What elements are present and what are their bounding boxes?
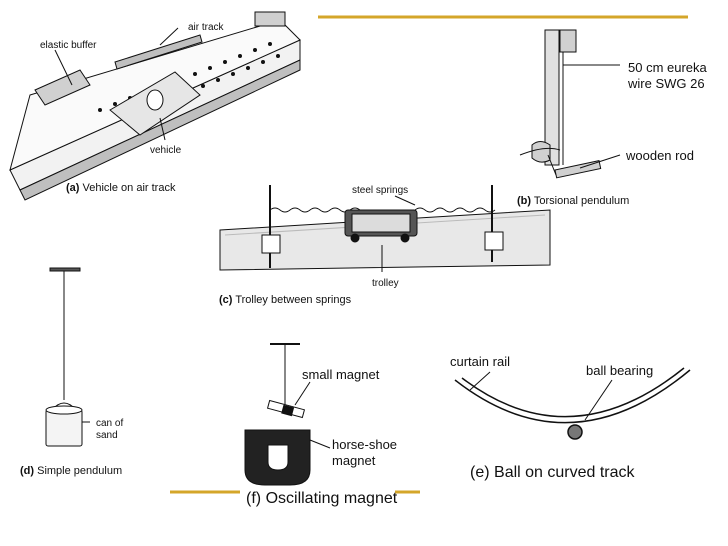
trolley-drawing	[219, 185, 551, 272]
caption-b-tag: (b)	[517, 195, 532, 207]
caption-a-tag: (a)	[66, 182, 80, 194]
air-track-drawing	[9, 11, 301, 201]
label-wire-line2: wire SWG 26	[628, 76, 705, 91]
caption-c-text: Trolley between springs	[235, 294, 352, 306]
caption-a: (a) Vehicle on air track	[66, 182, 175, 195]
label-curtain-rail: curtain rail	[450, 354, 510, 369]
label-wire-line1: 50 cm eureka	[628, 60, 707, 75]
simple-pendulum-drawing	[45, 267, 90, 447]
caption-b-text: Torsional pendulum	[533, 195, 630, 207]
label-vehicle: vehicle	[150, 145, 182, 156]
label-can-line1: can of	[96, 418, 124, 429]
caption-a-text: Vehicle on air track	[82, 182, 176, 194]
spring-right	[414, 207, 496, 213]
caption-f-text: Oscillating magnet	[265, 490, 398, 507]
curved-track-drawing	[454, 367, 691, 440]
caption-d-tag: (d)	[20, 465, 35, 477]
caption-e-text: Ball on curved track	[494, 464, 635, 481]
torsional-pendulum-drawing	[519, 29, 621, 179]
oscillating-magnet-drawing	[244, 343, 331, 486]
label-steel-springs: steel springs	[352, 185, 409, 196]
horseshoe-magnet	[244, 429, 311, 486]
ball-bearing	[567, 424, 583, 440]
label-air-track: air track	[188, 22, 224, 33]
caption-d: (d) Simple pendulum	[20, 465, 122, 478]
label-can-line2: sand	[96, 430, 118, 441]
label-ball-bearing: ball bearing	[586, 363, 654, 378]
caption-e: (e) Ball on curved track	[470, 464, 635, 482]
caption-f-tag: (f)	[246, 490, 262, 507]
caption-c: (c) Trolley between springs	[219, 294, 351, 307]
label-trolley: trolley	[372, 278, 399, 289]
label-horseshoe-line1: horse-shoe	[332, 437, 398, 452]
label-elastic-buffer: elastic buffer	[40, 40, 97, 51]
caption-b: (b) Torsional pendulum	[517, 195, 629, 208]
label-wooden-rod: wooden rod	[626, 148, 694, 163]
caption-f: (f) Oscillating magnet	[246, 490, 397, 508]
label-small-magnet: small magnet	[302, 367, 380, 382]
label-horseshoe-line2: magnet	[332, 453, 376, 468]
caption-e-tag: (e)	[470, 464, 490, 481]
caption-d-text: Simple pendulum	[37, 465, 123, 477]
air-holes	[98, 42, 280, 112]
curtain-rail	[454, 369, 691, 424]
sand-can	[45, 409, 83, 447]
caption-c-tag: (c)	[219, 294, 233, 306]
